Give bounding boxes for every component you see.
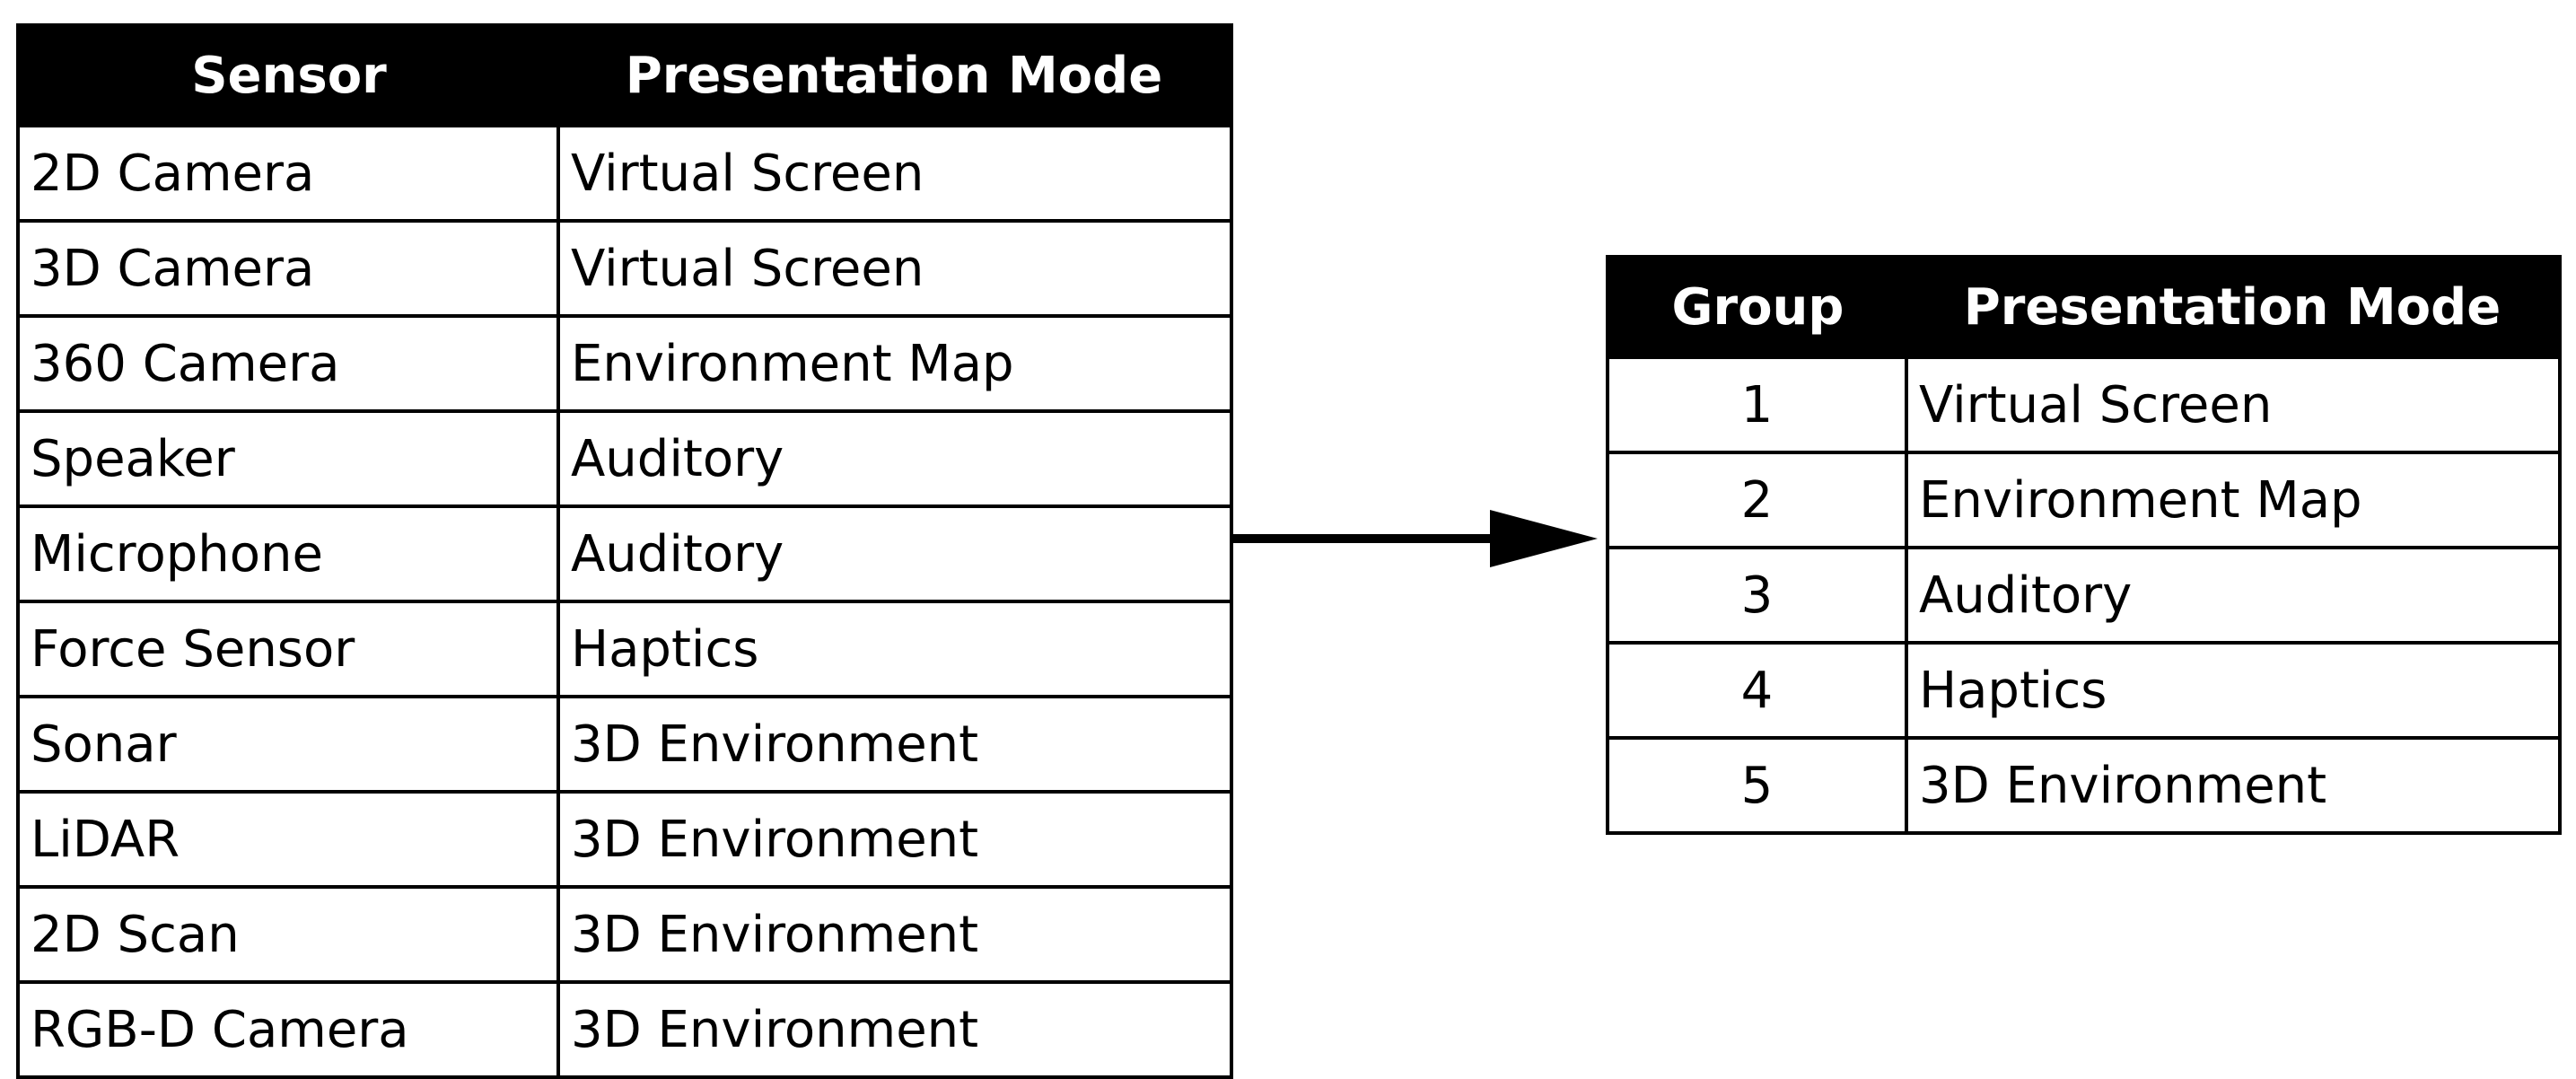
group-number-cell: 5 [1606,736,1908,835]
table-row: 1 Virtual Screen [1606,355,2562,454]
sensor-cell: 3D Camera [16,219,560,318]
presentation-mode-column-header: Presentation Mode [1906,257,2560,357]
sensor-table-header-row: Sensor Presentation Mode [18,25,1231,126]
table-row: 4 Haptics [1606,641,2562,740]
sensor-cell: 2D Scan [16,885,560,984]
table-row: Speaker Auditory [16,409,1233,508]
table-row: Microphone Auditory [16,504,1233,603]
presentation-mode-cell: Auditory [556,504,1233,603]
presentation-mode-cell: Environment Map [1905,451,2562,549]
group-number-cell: 4 [1606,641,1908,740]
sensor-table: Sensor Presentation Mode 2D Camera Virtu… [16,23,1233,1079]
table-row: 2 Environment Map [1606,451,2562,549]
table-row: Sonar 3D Environment [16,695,1233,794]
arrow-head [1490,510,1598,567]
sensor-cell: 360 Camera [16,314,560,413]
presentation-mode-column-header: Presentation Mode [558,25,1231,126]
table-row: RGB-D Camera 3D Environment [16,980,1233,1079]
group-number-cell: 3 [1606,546,1908,645]
presentation-mode-cell: 3D Environment [556,885,1233,984]
table-row: 2D Scan 3D Environment [16,885,1233,984]
presentation-mode-cell: 3D Environment [556,695,1233,794]
presentation-mode-cell: 3D Environment [1905,736,2562,835]
sensor-cell: Microphone [16,504,560,603]
group-table: Group Presentation Mode 1 Virtual Screen… [1606,255,2562,835]
group-number-cell: 2 [1606,451,1908,549]
table-row: 2D Camera Virtual Screen [16,124,1233,223]
table-row: Force Sensor Haptics [16,600,1233,698]
sensor-cell: Sonar [16,695,560,794]
group-table-header-row: Group Presentation Mode [1608,257,2560,357]
presentation-mode-cell: Haptics [1905,641,2562,740]
right-arrow-icon [1231,510,1598,567]
table-row: 360 Camera Environment Map [16,314,1233,413]
presentation-mode-cell: 3D Environment [556,790,1233,889]
table-row: 3D Camera Virtual Screen [16,219,1233,318]
presentation-mode-cell: Haptics [556,600,1233,698]
table-row: 3 Auditory [1606,546,2562,645]
sensor-column-header: Sensor [18,25,558,126]
presentation-mode-cell: 3D Environment [556,980,1233,1079]
sensor-cell: Speaker [16,409,560,508]
presentation-mode-cell: Virtual Screen [1905,355,2562,454]
group-number-cell: 1 [1606,355,1908,454]
presentation-mode-cell: Environment Map [556,314,1233,413]
group-column-header: Group [1608,257,1906,357]
presentation-mode-cell: Auditory [556,409,1233,508]
presentation-mode-cell: Virtual Screen [556,219,1233,318]
table-row: 5 3D Environment [1606,736,2562,835]
presentation-mode-cell: Auditory [1905,546,2562,645]
sensor-cell: LiDAR [16,790,560,889]
sensor-cell: RGB-D Camera [16,980,560,1079]
sensor-cell: 2D Camera [16,124,560,223]
table-row: LiDAR 3D Environment [16,790,1233,889]
sensor-cell: Force Sensor [16,600,560,698]
presentation-mode-cell: Virtual Screen [556,124,1233,223]
